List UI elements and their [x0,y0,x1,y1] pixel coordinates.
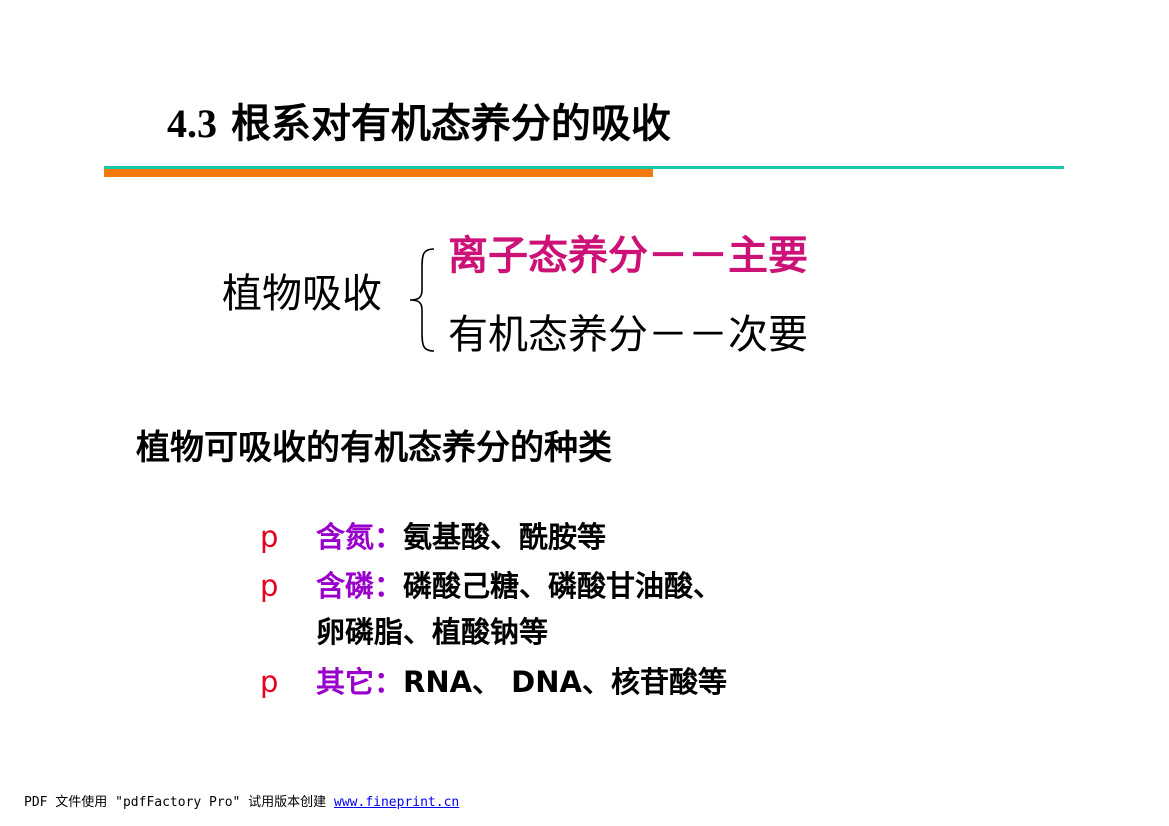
list-item-label: 含磷： [316,569,404,603]
list-item-phosphorus-continued: 卵磷脂、植酸钠等 [260,612,548,652]
list-item-phosphorus: p 含磷：磷酸己糖、磷酸甘油酸、 [260,566,722,606]
title-underline-teal [104,166,1064,169]
list-item-text: 卵磷脂、植酸钠等 [316,615,549,649]
pdf-footer: PDF 文件使用 "pdfFactory Pro" 试用版本创建 www.fin… [24,794,459,812]
list-item-nitrogen: p 含氮：氨基酸、酰胺等 [260,517,606,557]
list-item-text: 氨基酸、酰胺等 [403,520,607,554]
page-title: 4.3 根系对有机态养分的吸收 [167,98,671,150]
title-text: 根系对有机态养分的吸收 [230,101,671,147]
footer-text: PDF 文件使用 "pdfFactory Pro" 试用版本创建 [24,795,335,810]
bullet-marker: p [260,569,279,603]
branch-organic-nutrients: 有机态养分－－次要 [448,312,808,358]
list-item-label: 其它： [316,665,404,699]
classification-label: 植物吸收 [222,271,382,317]
bullet-marker: p [260,520,279,554]
curly-brace-icon [409,248,435,352]
footer-link[interactable]: www.fineprint.cn [334,795,460,810]
title-number: 4.3 [167,101,217,146]
title-underline-orange [104,169,653,177]
list-item-text: RNA、 DNA、核苷酸等 [403,665,727,699]
section-heading: 植物可吸收的有机态养分的种类 [136,428,612,468]
bullet-marker: p [260,665,279,699]
list-item-other: p 其它：RNA、 DNA、核苷酸等 [260,662,727,702]
branch-ionic-nutrients: 离子态养分－－主要 [448,233,808,279]
list-item-text: 磷酸己糖、磷酸甘油酸、 [403,569,723,603]
list-item-label: 含氮： [316,520,404,554]
